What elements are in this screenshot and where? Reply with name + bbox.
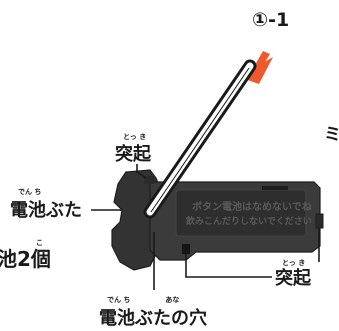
embossed-text-line2: 飲みこんだりしないでください bbox=[185, 215, 312, 227]
top-slot bbox=[262, 186, 288, 190]
label-battery-cover-ruby: でん ち bbox=[18, 188, 41, 196]
label-battery-count: 池2個 bbox=[0, 247, 51, 271]
edge-partial-text: ミ bbox=[324, 125, 339, 145]
label-protrusion-right: 突起 bbox=[275, 267, 312, 289]
label-battery-count-ruby: こ bbox=[36, 239, 43, 247]
label-cover-hole: 電池ぶたの穴 bbox=[99, 307, 207, 329]
embossed-panel bbox=[175, 189, 307, 237]
embossed-text-line1: ボタン電池はなめないでね bbox=[192, 200, 312, 213]
label-protrusion-top-ruby: とっ き bbox=[123, 132, 146, 141]
leader-protrusion-top bbox=[136, 164, 147, 179]
right-protrusion bbox=[315, 213, 324, 229]
label-battery-cover: 電池ぶた bbox=[10, 199, 82, 221]
cover-hole bbox=[182, 244, 190, 254]
pen-tool-icon bbox=[143, 59, 257, 219]
label-protrusion-right-ruby: とっ き bbox=[282, 258, 305, 267]
battery-compartment: ボタン電池はなめないでね 飲みこんだりしないでください bbox=[111, 169, 324, 271]
label-cover-hole-ruby: でん ち あな bbox=[107, 295, 179, 304]
step-label: ①-1 bbox=[252, 9, 289, 31]
battery-cover-tab bbox=[111, 169, 161, 271]
leader-cover-hole bbox=[185, 252, 272, 278]
label-protrusion-top: 突起 bbox=[115, 143, 152, 165]
top-protrusion bbox=[144, 176, 154, 184]
